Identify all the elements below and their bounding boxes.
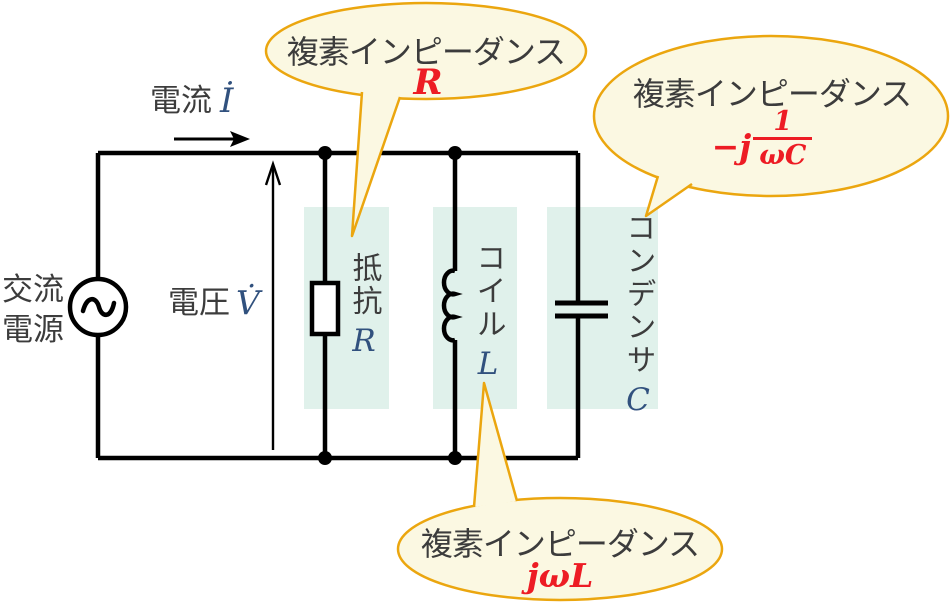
ac-source-label-line1: 交流 <box>2 272 64 308</box>
ac-source-label: 交流 電源 <box>0 270 66 350</box>
voltage-label-text: 電圧 <box>168 285 230 321</box>
capacitor-callout-title: 複素インピーダンス <box>632 75 912 113</box>
resistor-label-text: 抵抗 <box>346 252 382 318</box>
resistor-callout-title: 複素インピーダンス <box>286 33 566 71</box>
junction-dot <box>318 451 332 465</box>
ac-source-label-line2: 電源 <box>2 312 64 348</box>
highlight-capacitor-box <box>547 207 658 409</box>
resistor-label: 抵抗 R <box>342 252 386 359</box>
circuit-wires <box>95 150 581 461</box>
inductor-callout-title: 複素インピーダンス <box>420 525 700 563</box>
inductor-symbol: L <box>477 346 499 382</box>
capacitor-symbol: C <box>626 382 650 418</box>
voltage-arrow-icon <box>264 160 282 450</box>
inductor-label-text: コイル <box>470 242 506 341</box>
callout-bubble-resistor <box>264 1 588 238</box>
junction-dot <box>448 146 462 160</box>
formula-prefix: −j <box>711 126 752 166</box>
current-arrow-icon <box>174 131 250 147</box>
inductor-coil-icon <box>441 268 463 343</box>
capacitor-plates-icon <box>555 300 608 319</box>
voltage-symbol: V̇ <box>236 283 260 322</box>
fraction-numerator: 1 <box>773 106 793 137</box>
capacitor-impedance-formula: −j 1 ωC <box>687 106 837 172</box>
junction-dot <box>318 146 332 160</box>
resistor-impedance-formula: R <box>413 62 443 103</box>
resistor-body-icon <box>309 280 341 337</box>
inductor-label: コイル L <box>466 242 510 382</box>
resistor-symbol: R <box>352 323 376 359</box>
inductor-impedance-formula: jωL <box>526 556 594 595</box>
fraction-denominator: ωC <box>753 137 813 172</box>
callout-bubble-capacitor <box>592 34 950 218</box>
sine-wave-icon <box>80 297 117 317</box>
current-symbol: İ <box>220 81 234 121</box>
current-label-text: 電流 <box>150 83 212 119</box>
voltage-label: 電圧 V̇ <box>168 283 260 322</box>
current-label: 電流 İ <box>150 81 234 121</box>
junction-dot <box>448 451 462 465</box>
capacitor-label-text: コンデンサ <box>620 212 656 377</box>
callout-bubble-inductor <box>396 381 724 602</box>
capacitor-label: コンデンサ C <box>616 212 660 418</box>
formula-fraction: 1 ωC <box>753 106 813 172</box>
highlight-inductor-box <box>433 207 517 409</box>
